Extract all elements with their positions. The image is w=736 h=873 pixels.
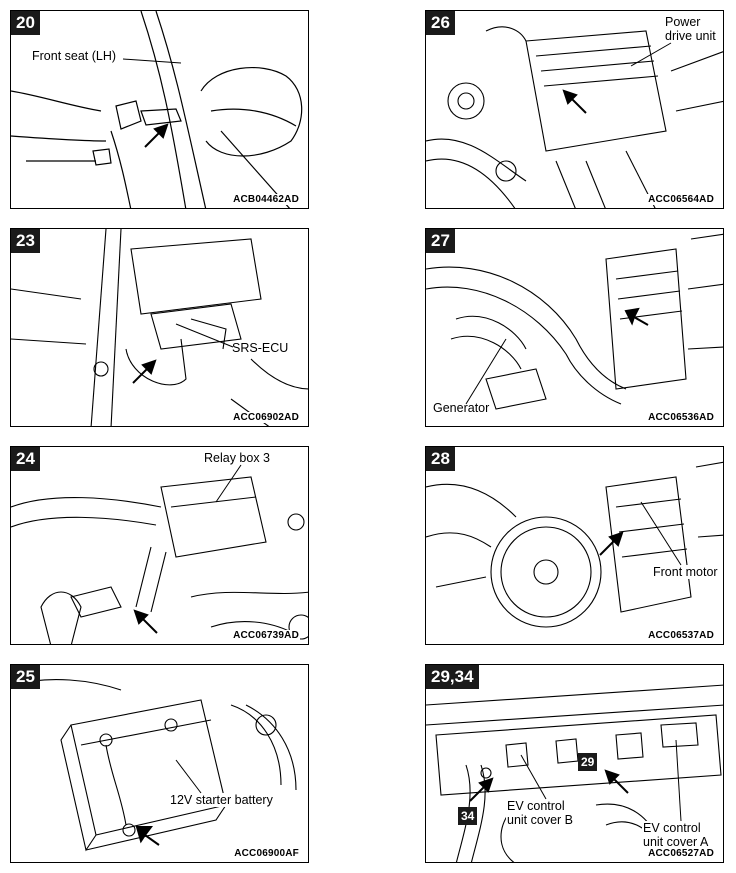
pointer-arrow-icon [604, 769, 629, 794]
figure-code: ACC06900AF [233, 848, 300, 859]
figure-panel-25: 25 12V starter battery ACC06900AF [10, 664, 309, 863]
leader-line [175, 759, 202, 794]
pointer-arrow-icon [135, 826, 160, 846]
panel-number: 24 [11, 447, 40, 471]
callout-ev-cover-b-line1: EV control [506, 799, 566, 813]
panel-number: 23 [11, 229, 40, 253]
figure-code: ACC06739AD [232, 630, 300, 641]
figure-code: ACB04462AD [232, 194, 300, 205]
front-motor-illustration [426, 461, 723, 628]
leader-line [215, 464, 242, 503]
panel-number: 29,34 [426, 665, 479, 689]
callout-drive-unit: drive unit [664, 29, 717, 43]
leader-lines [520, 739, 682, 822]
leader-line [640, 501, 682, 566]
pointer-arrow-icon [133, 609, 158, 634]
figure-code: ACC06564AD [647, 194, 715, 205]
figure-panel-20: 20 Front seat (LH) ACB04462AD [10, 10, 309, 209]
leader-line [122, 58, 182, 64]
relay-box-illustration [11, 476, 308, 644]
callout-front-motor: Front motor [652, 565, 719, 579]
callout-relay-box: Relay box 3 [203, 451, 272, 465]
callout-srs-ecu: SRS-ECU [231, 341, 290, 355]
callout-power: Power [664, 15, 702, 29]
figure-panel-28: 28 Front motor ACC06537AD [425, 446, 724, 645]
figure-panel-29-34: 29,34 29 34 EV control unit cover B EV c… [425, 664, 724, 863]
panel-number: 27 [426, 229, 455, 253]
pointer-arrow-icon [132, 359, 157, 384]
callout-ev-cover-b-line2: unit cover B [506, 813, 575, 827]
power-drive-unit-illustration [426, 26, 723, 208]
callout-generator: Generator [432, 401, 491, 415]
figure-code: ACC06527AD [647, 848, 715, 859]
figure-panel-27: 27 Generator ACC06536AD [425, 228, 724, 427]
figure-code: ACC06902AD [232, 412, 300, 423]
callout-ev-cover-a-line2: unit cover A [642, 835, 710, 849]
leader-line [465, 338, 507, 405]
front-seat-illustration [11, 11, 303, 208]
pointer-arrow-icon [469, 777, 494, 802]
panel-number: 20 [11, 11, 40, 35]
step-tag-29: 29 [578, 753, 598, 771]
figure-code: ACC06536AD [647, 412, 715, 423]
pointer-arrow-icon [144, 123, 169, 148]
panel-number: 25 [11, 665, 40, 689]
callout-front-seat: Front seat (LH) [31, 49, 118, 63]
callout-starter-battery: 12V starter battery [169, 793, 274, 807]
panel-number: 28 [426, 447, 455, 471]
panel-number: 26 [426, 11, 455, 35]
figure-panel-23: 23 SRS-ECU ACC06902AD [10, 228, 309, 427]
figure-code: ACC06537AD [647, 630, 715, 641]
callout-ev-cover-a-line1: EV control [642, 821, 702, 835]
pointer-arrow-icon [562, 89, 587, 114]
pointer-arrow-icon [624, 307, 649, 326]
leader-line [630, 42, 672, 67]
figure-panel-26: 26 Power drive unit ACC06564AD [425, 10, 724, 209]
srs-ecu-illustration [11, 229, 308, 426]
leader-line [175, 323, 234, 348]
step-tag-34: 34 [458, 807, 478, 825]
generator-illustration [426, 233, 723, 410]
figure-panel-24: 24 Relay box 3 ACC06739AD [10, 446, 309, 645]
pointer-arrow-icon [599, 531, 624, 556]
